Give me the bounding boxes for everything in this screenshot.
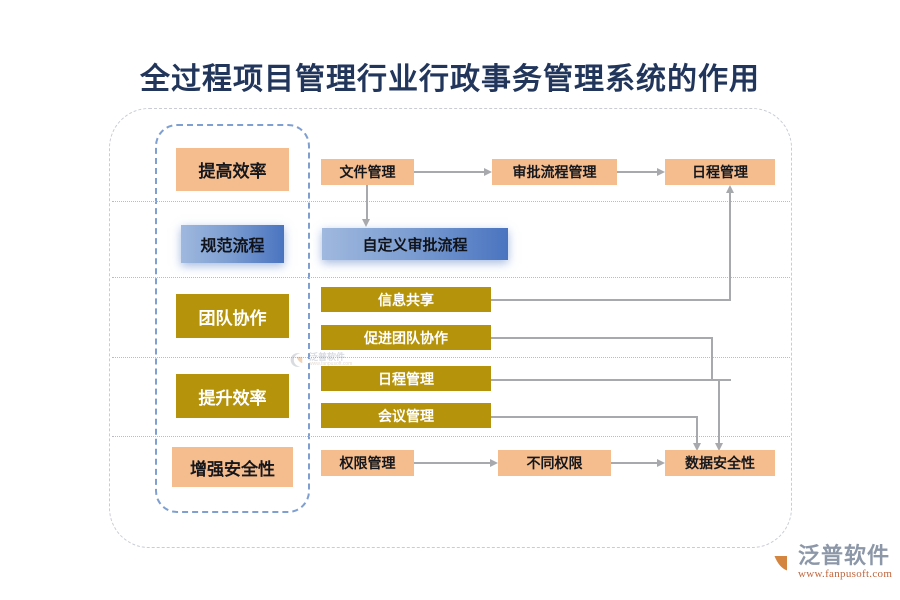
arrowhead-meeting-to-security: [693, 443, 701, 451]
category-label: 提升效率: [198, 388, 267, 408]
connector-collab-horizontal: [491, 337, 713, 339]
fanpu-logo-icon: [760, 546, 794, 580]
arrowhead-file-to-approval: [484, 167, 492, 176]
page-title: 全过程项目管理行业行政事务管理系统的作用: [140, 63, 760, 96]
brand-url: www.fanpusoft.com: [798, 568, 893, 580]
category-standardize-process[interactable]: 规范流程: [181, 225, 284, 263]
connector-permission-to-different: [414, 462, 490, 464]
category-enhance-security[interactable]: 增强安全性: [172, 447, 293, 487]
node-data-security[interactable]: 数据安全性: [665, 450, 775, 476]
connector-collab-riser: [711, 337, 713, 380]
arrowhead-permission-to-different: [490, 458, 498, 467]
node-label: 会议管理: [378, 407, 434, 424]
connector-meeting-down: [696, 416, 698, 445]
node-information-sharing[interactable]: 信息共享: [321, 287, 491, 312]
node-meeting-management[interactable]: 会议管理: [321, 403, 491, 428]
node-schedule-management-mid[interactable]: 日程管理: [321, 366, 491, 391]
connector-meeting-horizontal: [491, 416, 698, 418]
connector-collab-to-security: [718, 379, 720, 445]
node-approval-process[interactable]: 审批流程管理: [492, 159, 617, 185]
arrowhead-into-schedule-top: [726, 185, 734, 193]
node-custom-approval-flow[interactable]: 自定义审批流程: [322, 228, 508, 260]
category-column-frame: [155, 124, 310, 513]
connector-file-to-approval: [414, 171, 484, 173]
brand-logo: 泛普软件 www.fanpusoft.com: [760, 545, 892, 580]
arrowhead-file-to-custom-flow: [362, 219, 370, 227]
arrowhead-collab-to-security: [715, 443, 723, 451]
arrowhead-approval-to-schedule: [657, 167, 665, 176]
outer-container-frame: [109, 108, 792, 548]
category-label: 增强安全性: [190, 459, 275, 479]
node-label: 权限管理: [339, 455, 396, 471]
node-label: 审批流程管理: [512, 164, 597, 180]
node-schedule-management-top[interactable]: 日程管理: [665, 159, 775, 185]
row-divider-3: [112, 357, 790, 358]
row-divider-1: [112, 201, 790, 202]
connector-infoshare-riser: [729, 192, 731, 300]
node-file-management[interactable]: 文件管理: [321, 159, 414, 185]
connector-file-to-custom-flow: [366, 185, 368, 220]
category-team-collaboration[interactable]: 团队协作: [176, 294, 289, 338]
node-label: 不同权限: [526, 455, 583, 471]
connector-different-to-security: [611, 462, 657, 464]
arrowhead-different-to-security: [657, 458, 665, 467]
node-label: 日程管理: [692, 164, 748, 180]
row-divider-2: [112, 277, 790, 278]
category-boost-efficiency[interactable]: 提升效率: [176, 374, 289, 418]
node-label: 日程管理: [378, 370, 434, 387]
node-permission-management[interactable]: 权限管理: [321, 450, 414, 476]
node-different-permissions[interactable]: 不同权限: [498, 450, 611, 476]
node-label: 促进团队协作: [364, 329, 448, 346]
node-label: 信息共享: [378, 291, 434, 308]
category-label: 提高效率: [198, 162, 267, 181]
node-promote-collaboration[interactable]: 促进团队协作: [321, 325, 491, 350]
row-divider-4: [112, 436, 790, 437]
connector-infoshare-horizontal: [491, 299, 731, 301]
connector-schedule-mid-horizontal: [491, 379, 731, 381]
node-label: 自定义审批流程: [362, 236, 468, 254]
category-label: 团队协作: [198, 308, 267, 328]
brand-name: 泛普软件: [798, 543, 891, 568]
category-improve-efficiency[interactable]: 提高效率: [176, 148, 289, 191]
node-label: 文件管理: [339, 164, 396, 180]
connector-approval-to-schedule: [617, 171, 657, 173]
category-label: 规范流程: [200, 238, 265, 255]
node-label: 数据安全性: [685, 455, 755, 471]
